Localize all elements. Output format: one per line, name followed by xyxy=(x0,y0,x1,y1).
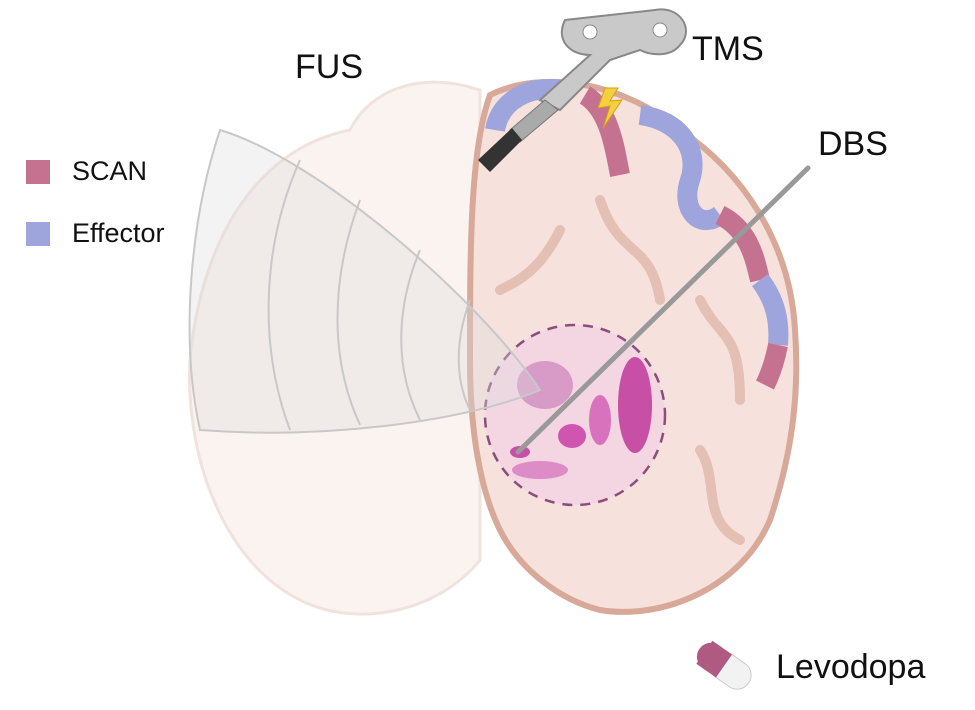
cortex-scan-band-2 xyxy=(714,206,770,283)
nucleus xyxy=(558,424,586,448)
tms-label: TMS xyxy=(692,30,764,68)
levodopa-label: Levodopa xyxy=(776,648,926,686)
dbs-electrode[interactable] xyxy=(515,165,811,455)
legend-item-scan: SCAN xyxy=(26,156,147,187)
cortex-effector-band-3 xyxy=(751,274,789,346)
cortex-effector-band-2 xyxy=(638,105,726,230)
fus-rings xyxy=(267,159,471,431)
nucleus-lower xyxy=(512,461,568,479)
fus-label: FUS xyxy=(295,48,363,86)
cortex-scan-band-3 xyxy=(755,342,788,390)
scan-swatch xyxy=(26,159,50,184)
legend-label: SCAN xyxy=(72,156,148,186)
dbs-label: DBS xyxy=(818,125,888,163)
legend-label: Effector xyxy=(72,218,165,248)
effector-swatch xyxy=(26,221,50,246)
fus-transducer-cone xyxy=(188,128,542,434)
putamen xyxy=(618,357,652,453)
lightning-icon xyxy=(597,87,624,129)
globus-pallidus xyxy=(589,395,611,445)
sulci xyxy=(495,195,745,545)
thalamus xyxy=(517,361,573,409)
levodopa-pill-icon xyxy=(696,640,752,690)
cortex-scan-band xyxy=(579,86,630,177)
tms-coil[interactable] xyxy=(478,8,687,172)
legend-item-effector: Effector xyxy=(26,218,165,249)
